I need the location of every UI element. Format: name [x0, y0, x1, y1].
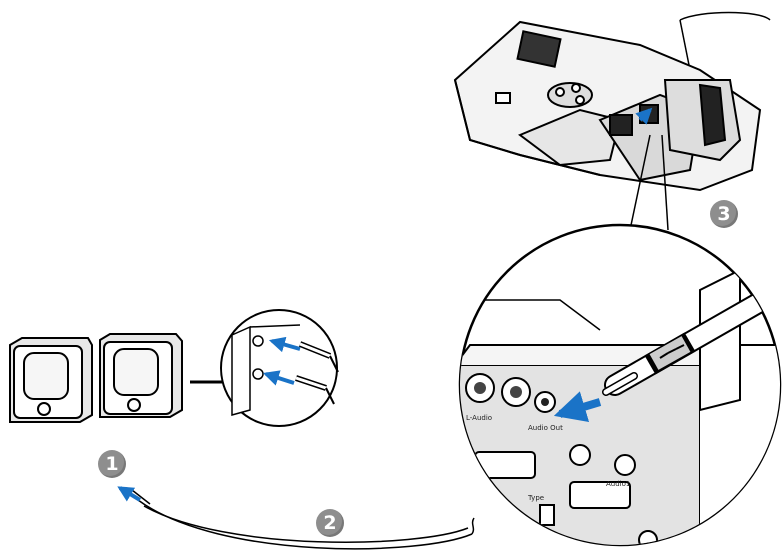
audio-cable-icon — [132, 490, 474, 549]
projector-icon — [455, 13, 770, 191]
step-3-badge: 3 — [710, 200, 738, 228]
projector-port-magnifier: L-Audio Audio Out Type Audio1 — [455, 225, 782, 558]
port-label-type: Type — [527, 494, 544, 502]
speaker-input-magnifier — [221, 310, 338, 426]
step-1-badge: 1 — [98, 450, 126, 478]
port-label-audio1: Audio1 — [606, 480, 630, 488]
port-label-audio-out: Audio Out — [528, 424, 563, 432]
step-2-badge: 2 — [316, 509, 344, 537]
port-label-l-audio: L-Audio — [466, 414, 492, 422]
speaker-icon — [10, 334, 182, 422]
